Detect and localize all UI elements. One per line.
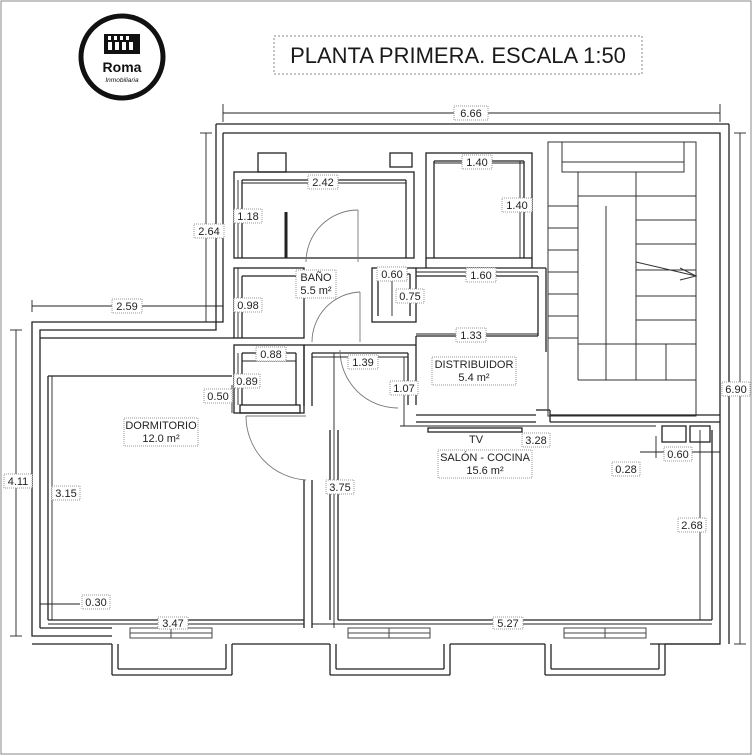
svg-text:0.60: 0.60	[667, 449, 688, 461]
dim-label: 2.64	[193, 223, 225, 239]
svg-text:0.50: 0.50	[207, 391, 228, 403]
dim-label: 3.75	[325, 479, 355, 495]
dim-label: 1.40	[501, 197, 533, 213]
room-salon-area: 15.6 m²	[466, 465, 504, 477]
dim-label: 1.18	[233, 208, 263, 224]
dim-label: 2.42	[307, 174, 339, 190]
svg-text:4.11: 4.11	[8, 476, 29, 488]
room-bano: BAÑO 5.5 m²	[295, 269, 337, 299]
svg-text:1.40: 1.40	[466, 157, 487, 169]
svg-text:0.75: 0.75	[399, 291, 420, 303]
windows	[129, 627, 647, 639]
tv-label: TV	[469, 434, 484, 446]
dim-label: 2.59	[111, 298, 143, 314]
svg-text:3.47: 3.47	[162, 618, 183, 630]
room-dormitorio-area: 12.0 m²	[142, 433, 180, 445]
logo-name: Roma	[103, 59, 142, 75]
dim-label: 3.47	[157, 616, 189, 630]
dim-label: 0.89	[233, 373, 261, 389]
interior-walls	[40, 152, 720, 628]
dim-label: 2.68	[677, 517, 707, 533]
logo-subtitle: Inmobiliaria	[105, 77, 139, 84]
logo: Roma Inmobiliaria	[78, 13, 166, 101]
dim-label: 0.28	[611, 461, 641, 477]
svg-text:1.33: 1.33	[460, 330, 481, 342]
dim-label: 1.07	[389, 380, 419, 396]
room-distribuidor: DISTRIBUIDOR 5.4 m²	[431, 356, 517, 386]
svg-text:1.40: 1.40	[506, 200, 527, 212]
dim-label: 0.75	[395, 288, 425, 304]
dim-label: 1.33	[455, 327, 487, 343]
dim-label: 0.60	[376, 266, 408, 282]
room-bano-name: BAÑO	[300, 271, 332, 284]
svg-text:2.59: 2.59	[116, 301, 137, 313]
svg-text:0.28: 0.28	[615, 464, 636, 476]
room-dormitorio-name: DORMITORIO	[125, 420, 197, 432]
dim-label: 0.88	[255, 346, 287, 362]
room-bano-area: 5.5 m²	[300, 285, 332, 297]
svg-text:3.28: 3.28	[525, 435, 546, 447]
room-dormitorio: DORMITORIO 12.0 m²	[123, 417, 199, 447]
svg-text:1.39: 1.39	[352, 357, 373, 369]
room-distribuidor-area: 5.4 m²	[458, 372, 490, 384]
dim-label: 0.30	[81, 594, 111, 610]
svg-text:0.89: 0.89	[236, 376, 257, 388]
svg-text:0.88: 0.88	[260, 349, 281, 361]
room-labels: BAÑO 5.5 m² DISTRIBUIDOR 5.4 m² DORMITOR…	[123, 269, 533, 479]
svg-text:3.15: 3.15	[55, 488, 76, 500]
svg-text:1.60: 1.60	[470, 270, 491, 282]
dim-label: 0.60	[663, 446, 693, 462]
dim-label: 1.39	[347, 354, 379, 370]
dim-label: 0.98	[233, 297, 263, 313]
dim-label: 4.11	[3, 473, 33, 489]
svg-text:2.68: 2.68	[681, 520, 702, 532]
dim-label: 6.66	[453, 105, 489, 121]
svg-text:1.07: 1.07	[393, 383, 414, 395]
svg-text:0.98: 0.98	[237, 300, 258, 312]
dim-label: 0.50	[203, 388, 233, 404]
dim-label: 3.28	[521, 432, 551, 448]
dim-label: 6.90	[721, 381, 751, 397]
room-distribuidor-name: DISTRIBUIDOR	[435, 359, 514, 371]
door-swings	[245, 209, 399, 481]
svg-text:1.18: 1.18	[237, 211, 258, 223]
svg-text:5.27: 5.27	[497, 618, 518, 630]
svg-text:2.64: 2.64	[198, 226, 219, 238]
bottom-wall	[32, 643, 720, 676]
dim-label: 1.60	[465, 267, 497, 283]
svg-text:0.60: 0.60	[381, 269, 402, 281]
dim-label: 5.27	[492, 616, 524, 630]
dimension-labels: 6.66 2.64 2.59 4.11 6.90 2.42 1.18 0.98 …	[3, 105, 751, 630]
logo-swoosh	[80, 20, 101, 71]
svg-text:2.42: 2.42	[312, 177, 333, 189]
svg-text:6.90: 6.90	[725, 384, 746, 396]
svg-text:6.66: 6.66	[460, 108, 481, 120]
colosseum-icon	[104, 34, 140, 54]
dim-label: 3.15	[51, 485, 81, 501]
room-salon-name: SALÓN - COCINA	[440, 451, 531, 464]
svg-text:3.75: 3.75	[329, 482, 350, 494]
dim-label: 1.40	[461, 154, 493, 170]
room-salon-cocina: SALÓN - COCINA 15.6 m²	[437, 449, 533, 479]
plan-title: PLANTA PRIMERA. ESCALA 1:50	[290, 43, 626, 68]
svg-text:0.30: 0.30	[85, 597, 106, 609]
outer-walls	[31, 123, 730, 645]
staircase	[547, 141, 698, 417]
title-box	[273, 35, 643, 75]
